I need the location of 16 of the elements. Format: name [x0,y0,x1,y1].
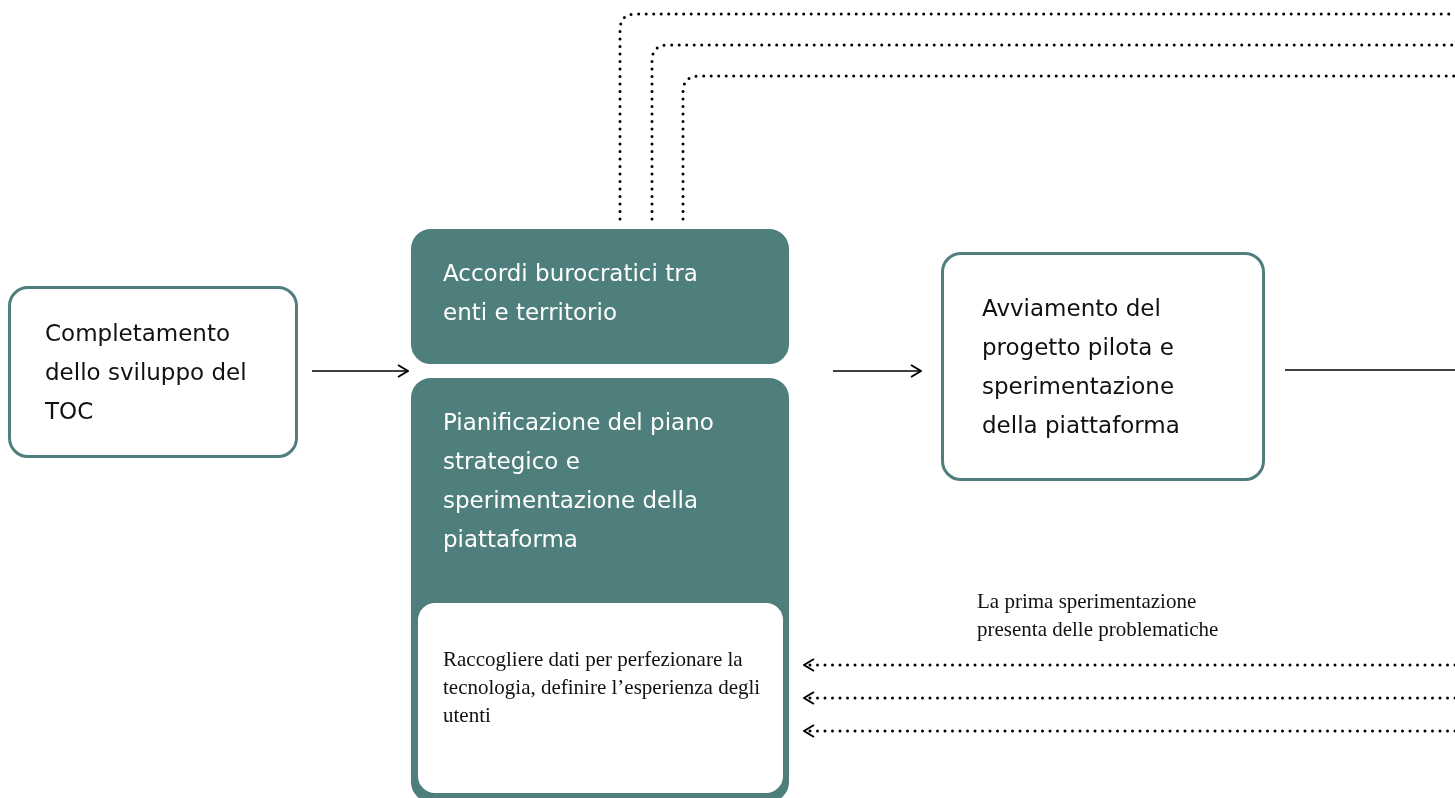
arrow [311,364,409,378]
process-card [411,378,789,798]
node-text: Avviamento del progetto pilota e sperimentazione della piattaforma [982,293,1181,440]
dotted-arrow [802,658,1455,672]
process-card [411,229,789,364]
node-text: Pianificazione del piano strategico e sperimentazione della piattaforma [443,408,715,554]
node-text: Completamento dello sviluppo del TOC [45,318,248,426]
process-box [941,252,1265,481]
process-box [8,286,298,458]
dotted-arrow [802,691,1455,705]
process-box [415,600,786,796]
arrow [832,364,922,378]
note-text: La prima sperimentazione presenta delle problematiche [977,588,1220,643]
dotted-arrow [802,724,1455,738]
node-text: Raccogliere dati per perfezionare la tecnologia, definire l’esperienza degli utenti [443,646,762,729]
node-text: Accordi burocratici tra enti e territorio [443,259,699,327]
